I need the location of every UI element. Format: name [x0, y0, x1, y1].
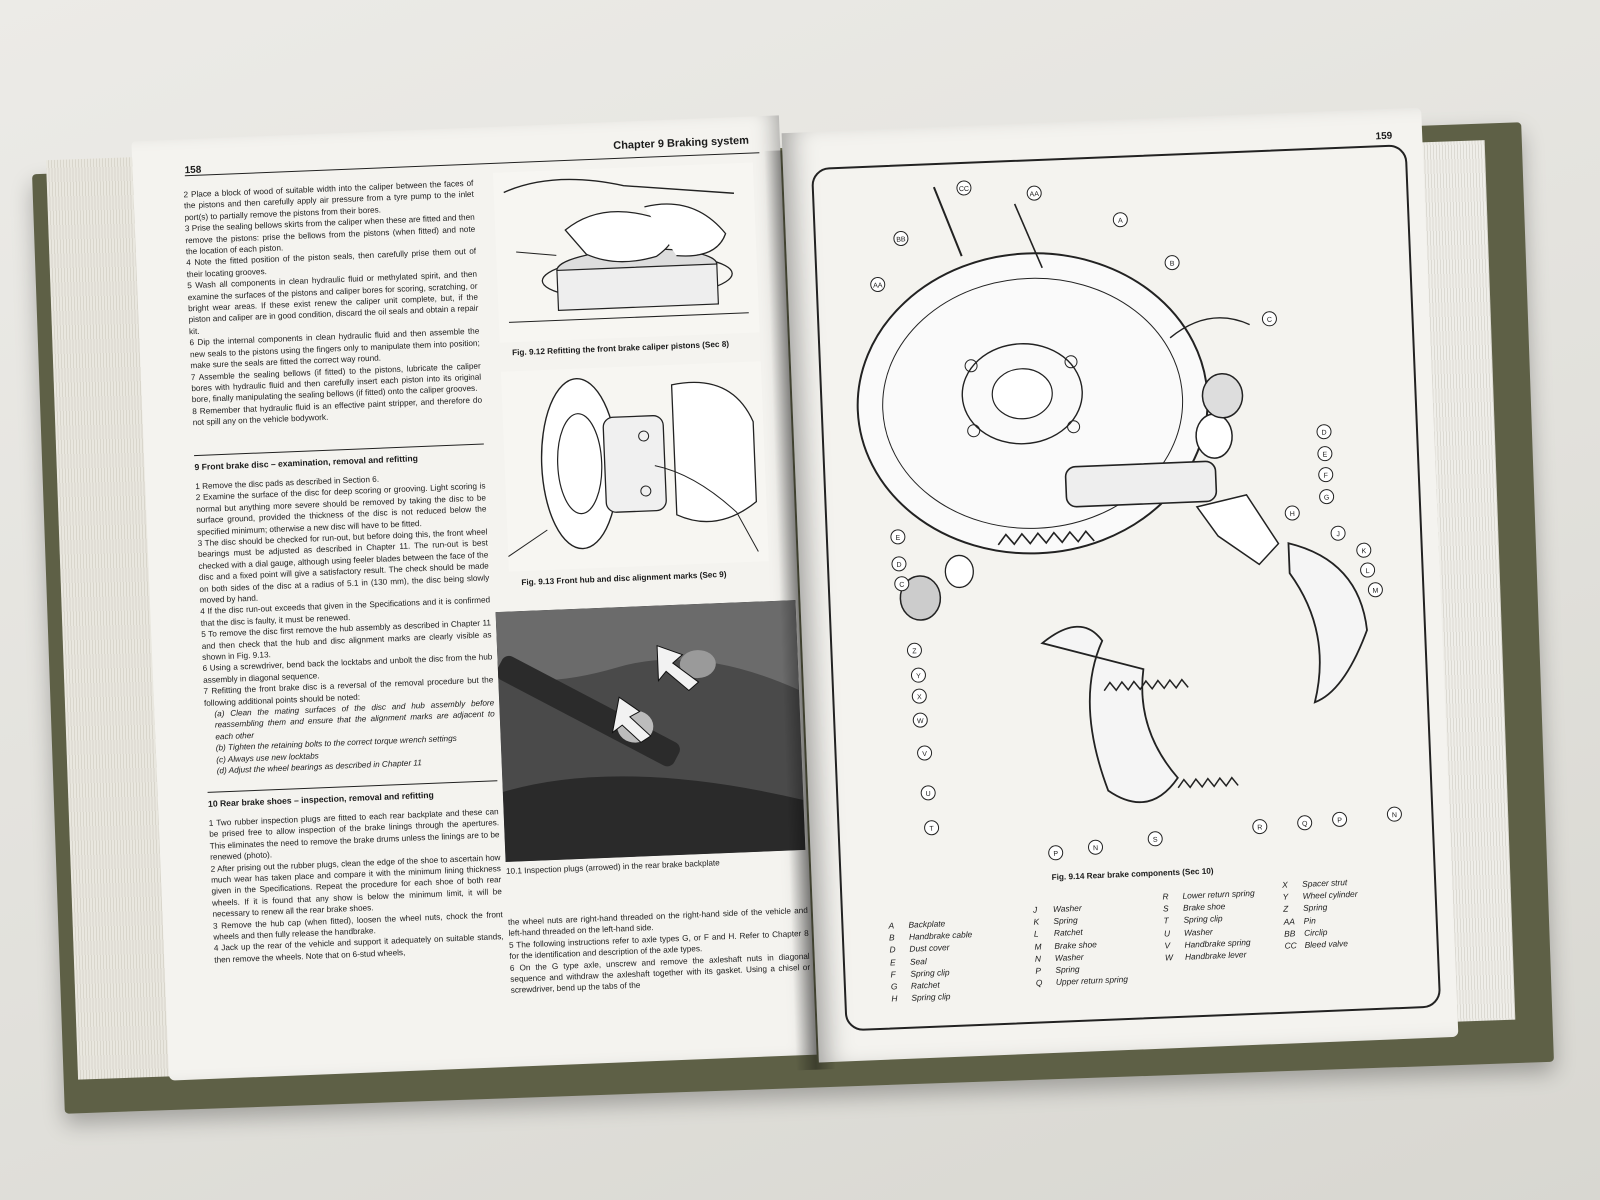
svg-text:R: R — [1257, 824, 1262, 831]
svg-text:H: H — [1290, 511, 1295, 518]
callout-aa-2: AA — [870, 276, 886, 292]
svg-text:Y: Y — [916, 673, 921, 680]
right-text-column: the wheel nuts are right-hand threaded o… — [508, 905, 811, 997]
inspection-plugs-photo — [495, 600, 806, 862]
callout-g: G — [1319, 489, 1335, 505]
svg-text:F: F — [1324, 473, 1329, 480]
top-paragraphs: 2 Place a block of wood of suitable widt… — [183, 178, 482, 429]
paragraph: 3 The disc should be checked for run-out… — [197, 527, 490, 605]
svg-text:L: L — [1366, 568, 1370, 575]
callout-s: S — [1147, 831, 1163, 847]
page-number: 158 — [184, 164, 202, 177]
svg-text:E: E — [895, 535, 900, 542]
callout-x: X — [911, 688, 927, 704]
callout-b: B — [1164, 255, 1180, 271]
svg-text:N: N — [1392, 812, 1397, 819]
rear-brake-exploded-diagram — [856, 186, 1368, 804]
backplate-photo-render — [495, 600, 806, 862]
section-9-title: 9 Front brake disc – examination, remova… — [194, 443, 485, 474]
section-10-body: 1 Two rubber inspection plugs are fitted… — [209, 806, 505, 966]
svg-text:U: U — [926, 791, 931, 798]
callout-v: V — [917, 745, 933, 761]
svg-text:M: M — [1372, 588, 1378, 595]
svg-text:A: A — [1118, 218, 1123, 225]
svg-text:B: B — [1170, 261, 1175, 268]
callout-c: C — [1261, 311, 1277, 327]
svg-text:AA: AA — [873, 282, 883, 289]
svg-text:C: C — [1267, 317, 1272, 324]
svg-text:P: P — [1053, 851, 1058, 858]
svg-text:C: C — [899, 582, 904, 589]
callout-l: L — [1360, 562, 1376, 578]
svg-text:G: G — [1324, 495, 1330, 502]
section-10-title: 10 Rear brake shoes – inspection, remova… — [207, 779, 499, 810]
left-text-column: 2 Place a block of wood of suitable widt… — [183, 178, 504, 966]
svg-text:Q: Q — [1302, 821, 1308, 828]
hub-disc-drawing — [508, 378, 759, 558]
svg-text:K: K — [1361, 548, 1366, 555]
callout-e: E — [1317, 446, 1333, 462]
callout-k: K — [1356, 542, 1372, 558]
callout-c-2: C — [894, 576, 910, 592]
svg-text:D: D — [1321, 430, 1326, 437]
callout-cc: CC — [956, 180, 972, 196]
callout-e-2: E — [890, 529, 906, 545]
svg-text:D: D — [896, 562, 901, 569]
callout-a: A — [1112, 212, 1128, 228]
callout-aa: AA — [1026, 185, 1042, 201]
figure-9-13 — [500, 361, 769, 572]
callout-u: U — [920, 785, 936, 801]
caliper-piston-drawing — [503, 178, 749, 323]
right-page: 159 CC AA BB — [781, 107, 1459, 1063]
page-number: 159 — [1375, 130, 1393, 143]
callout-p-2: P — [1332, 811, 1348, 827]
svg-text:CC: CC — [959, 186, 969, 193]
svg-text:V: V — [922, 751, 927, 758]
figure-9-12 — [492, 162, 760, 343]
svg-text:T: T — [929, 826, 934, 833]
svg-text:BB: BB — [896, 236, 906, 243]
figure-9-13-caption: Fig. 9.13 Front hub and disc alignment m… — [521, 569, 727, 588]
callout-w: W — [912, 712, 928, 728]
svg-text:J: J — [1336, 531, 1340, 538]
callout-m: M — [1367, 582, 1383, 598]
section-9-body: 1 Remove the disc pads as described in S… — [195, 469, 497, 777]
callout-n: N — [1088, 839, 1104, 855]
callout-r: R — [1252, 819, 1268, 835]
callout-d: D — [1316, 424, 1332, 440]
svg-text:X: X — [917, 694, 922, 701]
svg-text:Z: Z — [912, 648, 917, 655]
callout-j: J — [1330, 525, 1346, 541]
callout-q: Q — [1297, 815, 1313, 831]
svg-text:AA: AA — [1029, 191, 1039, 198]
svg-text:S: S — [1153, 837, 1158, 844]
callout-bb: BB — [893, 231, 909, 247]
svg-text:P: P — [1337, 817, 1342, 824]
svg-text:W: W — [917, 718, 924, 725]
callout-labels: CC AA BB A AA B C D E F G H J K L M E D … — [870, 180, 1402, 861]
chapter-title: Chapter 9 Braking system — [613, 134, 750, 153]
left-page: Chapter 9 Braking system 158 2 Place a b… — [131, 115, 817, 1081]
callout-p: P — [1048, 845, 1064, 861]
callout-f: F — [1318, 467, 1334, 483]
callout-t: T — [924, 820, 940, 836]
callout-h: H — [1284, 505, 1300, 521]
callout-n-2: N — [1386, 806, 1402, 822]
photo-caption: 10.1 Inspection plugs (arrowed) in the r… — [505, 858, 720, 876]
callout-y: Y — [910, 667, 926, 683]
callout-z: Z — [906, 642, 922, 658]
svg-text:N: N — [1093, 845, 1098, 852]
callout-d-2: D — [891, 556, 907, 572]
figure-9-12-caption: Fig. 9.12 Refitting the front brake cali… — [512, 339, 730, 358]
svg-text:E: E — [1322, 452, 1327, 459]
section-9-sublist: (a) Clean the mating surfaces of the dis… — [204, 697, 497, 777]
